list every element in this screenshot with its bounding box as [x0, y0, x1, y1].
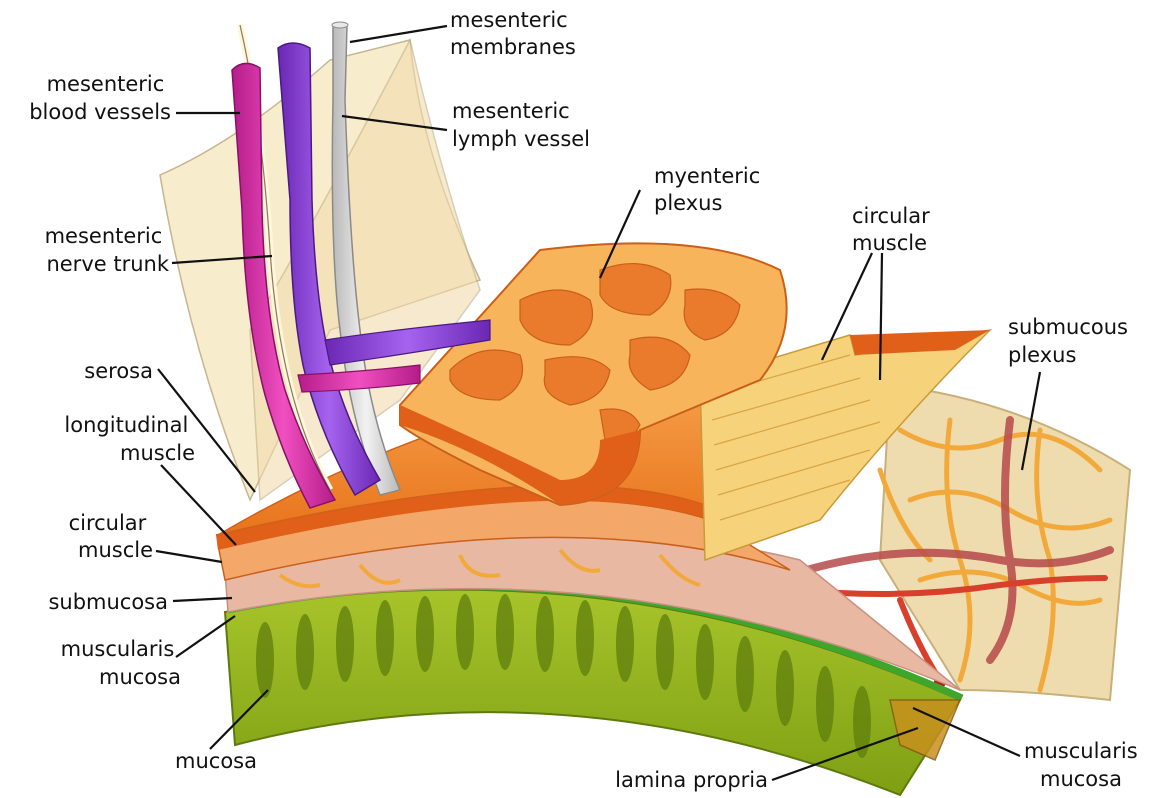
label-muscularis-mucosa-left: muscularis mucosa: [61, 637, 181, 689]
label-mucosa: mucosa: [175, 749, 257, 773]
label-circular-muscle-left: circular muscle: [69, 511, 153, 562]
label-serosa: serosa: [84, 359, 153, 383]
label-submucosa: submucosa: [48, 590, 168, 614]
label-circular-muscle-top: circular muscle: [852, 204, 936, 255]
label-mesenteric-lymph-vessel: mesenteric lymph vessel: [452, 99, 590, 151]
label-submucous-plexus: submucous plexus: [1008, 315, 1135, 367]
label-muscularis-mucosa-right: muscularis mucosa: [1024, 739, 1144, 791]
label-mesenteric-blood-vessels: mesenteric blood vessels: [29, 72, 171, 124]
label-mesenteric-membranes: mesenteric membranes: [450, 8, 576, 59]
label-myenteric-plexus: myenteric plexus: [654, 164, 767, 215]
label-mesenteric-nerve-trunk: mesenteric nerve trunk: [45, 224, 170, 276]
label-longitudinal-muscle: longitudinal muscle: [64, 413, 195, 465]
label-lamina-propria: lamina propria: [615, 768, 768, 792]
